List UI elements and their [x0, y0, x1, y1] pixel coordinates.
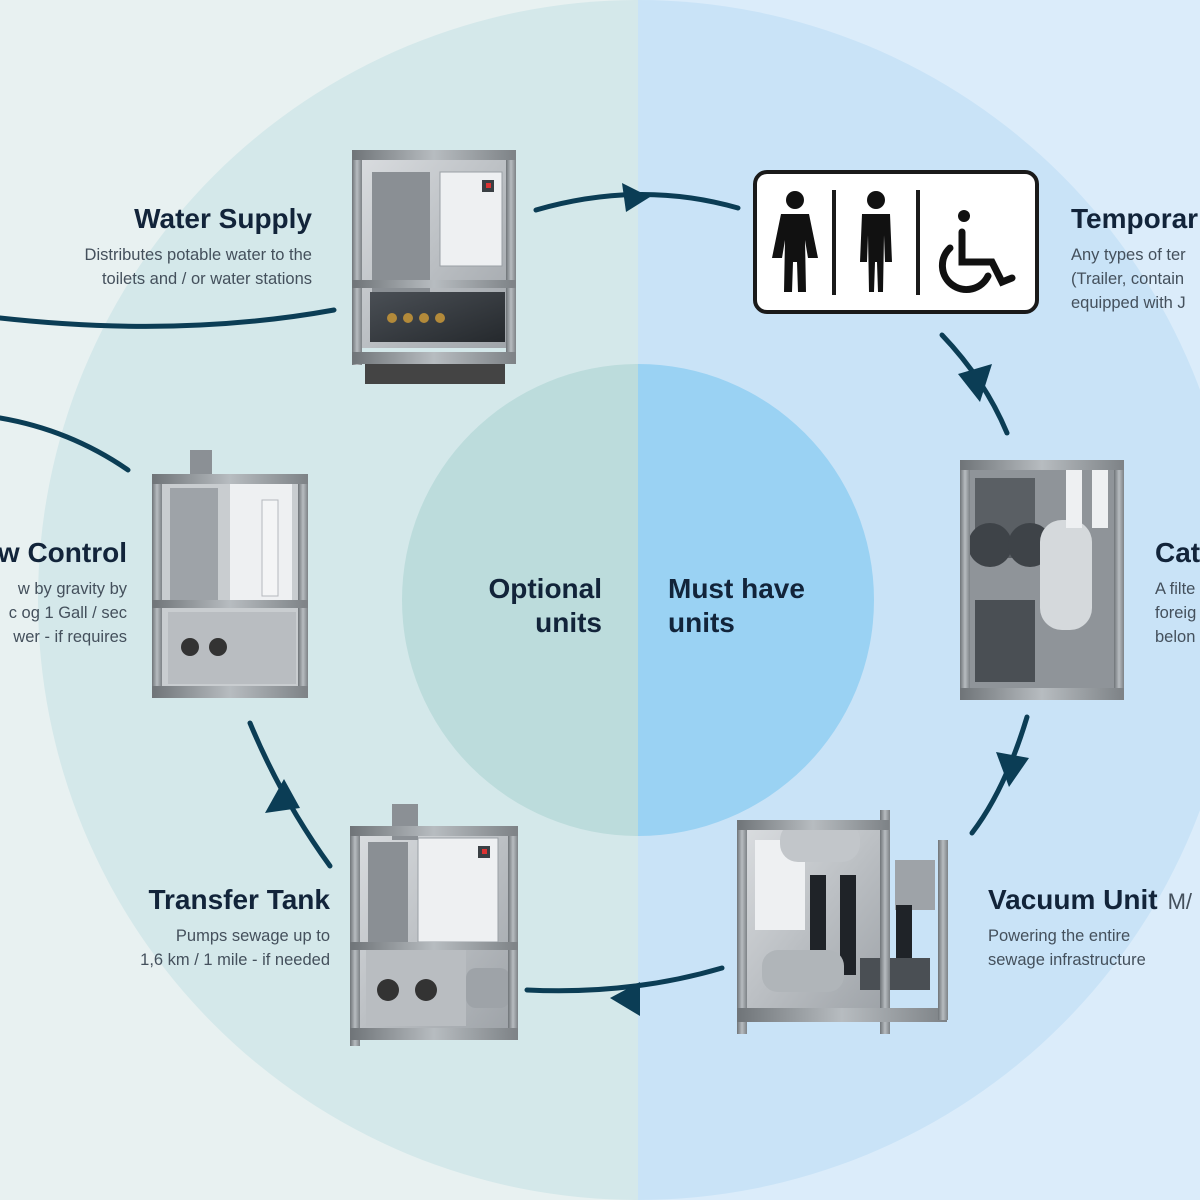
wheelchair-icon	[938, 210, 1016, 293]
vacuum-unit-label: Vacuum Unit M/ Powering the entire sewage…	[988, 884, 1192, 972]
flow-control-title: w Control	[0, 537, 127, 568]
transfer-tank-label: Transfer Tank Pumps sewage up to 1,6 km …	[140, 884, 330, 972]
arrow-head-4	[610, 982, 640, 1016]
arrow-head-5	[265, 779, 300, 813]
flow-control-desc-3: wer - if requires	[13, 628, 127, 646]
catch-unit-image	[960, 460, 1124, 700]
transfer-tank-desc-1: Pumps sewage up to	[175, 927, 330, 945]
vacuum-unit-title-row: Vacuum Unit M/	[988, 884, 1192, 916]
arrow-head-1	[622, 183, 650, 212]
vacuum-unit-desc-2: sewage infrastructure	[988, 951, 1146, 969]
optional-line1: Optional	[488, 573, 602, 604]
flow-control-label: w Control w by gravity by c og 1 Gall / …	[0, 537, 127, 649]
vacuum-unit-desc-1: Powering the entire	[988, 927, 1131, 945]
inner-circle-left	[402, 364, 638, 836]
vacuum-unit-image	[737, 810, 948, 1034]
catch-unit-label: Cat A filte foreig belon	[1155, 537, 1200, 649]
arrow-head-2	[958, 364, 992, 402]
flow-control-desc-2: c og 1 Gall / sec	[8, 604, 127, 622]
arrow-left-to-water	[0, 307, 337, 329]
transfer-tank-desc-2: 1,6 km / 1 mile - if needed	[140, 951, 330, 969]
temporary-title: Temporar	[1071, 203, 1199, 234]
arrow-heads	[265, 183, 1029, 1016]
temporary-desc-3: equipped with J	[1071, 294, 1186, 312]
catch-desc-2: foreig	[1155, 604, 1197, 622]
temporary-desc-1: Any types of ter	[1071, 246, 1186, 264]
catch-desc-1: A filte	[1155, 580, 1196, 598]
vacuum-unit-suffix: M/	[1167, 889, 1193, 914]
arrow-vacuum-to-transfer	[524, 965, 725, 994]
water-supply-title: Water Supply	[134, 203, 312, 234]
optional-units-label: Optional units	[440, 572, 602, 640]
must-have-units-label: Must have units	[668, 572, 848, 640]
must-have-line1: Must have	[668, 573, 805, 604]
water-supply-unit-image	[352, 150, 516, 384]
water-supply-desc-1: Distributes potable water to the	[84, 246, 312, 264]
temporary-toilets-label: Temporar Any types of ter (Trailer, cont…	[1071, 203, 1198, 315]
inner-circle-right	[638, 364, 874, 836]
woman-icon	[772, 191, 818, 292]
catch-title: Cat	[1155, 537, 1200, 568]
man-icon	[860, 191, 892, 292]
arrow-head-3	[996, 752, 1029, 787]
transfer-tank-unit-image	[350, 804, 518, 1046]
toilet-sign	[753, 170, 1039, 314]
arrow-flow-to-left	[0, 415, 131, 473]
transfer-tank-title: Transfer Tank	[148, 884, 330, 915]
water-supply-label: Water Supply Distributes potable water t…	[85, 203, 312, 291]
temporary-desc-2: (Trailer, contain	[1071, 270, 1185, 288]
catch-desc-3: belon	[1155, 628, 1196, 646]
water-supply-desc-2: toilets and / or water stations	[101, 270, 312, 288]
arrow-catch-to-vacuum	[969, 714, 1030, 836]
flow-control-desc-1: w by gravity by	[17, 580, 127, 598]
vacuum-unit-title: Vacuum Unit	[988, 884, 1158, 915]
flow-control-unit-image	[152, 450, 308, 698]
must-have-line2: units	[668, 607, 735, 638]
optional-line2: units	[535, 607, 602, 638]
